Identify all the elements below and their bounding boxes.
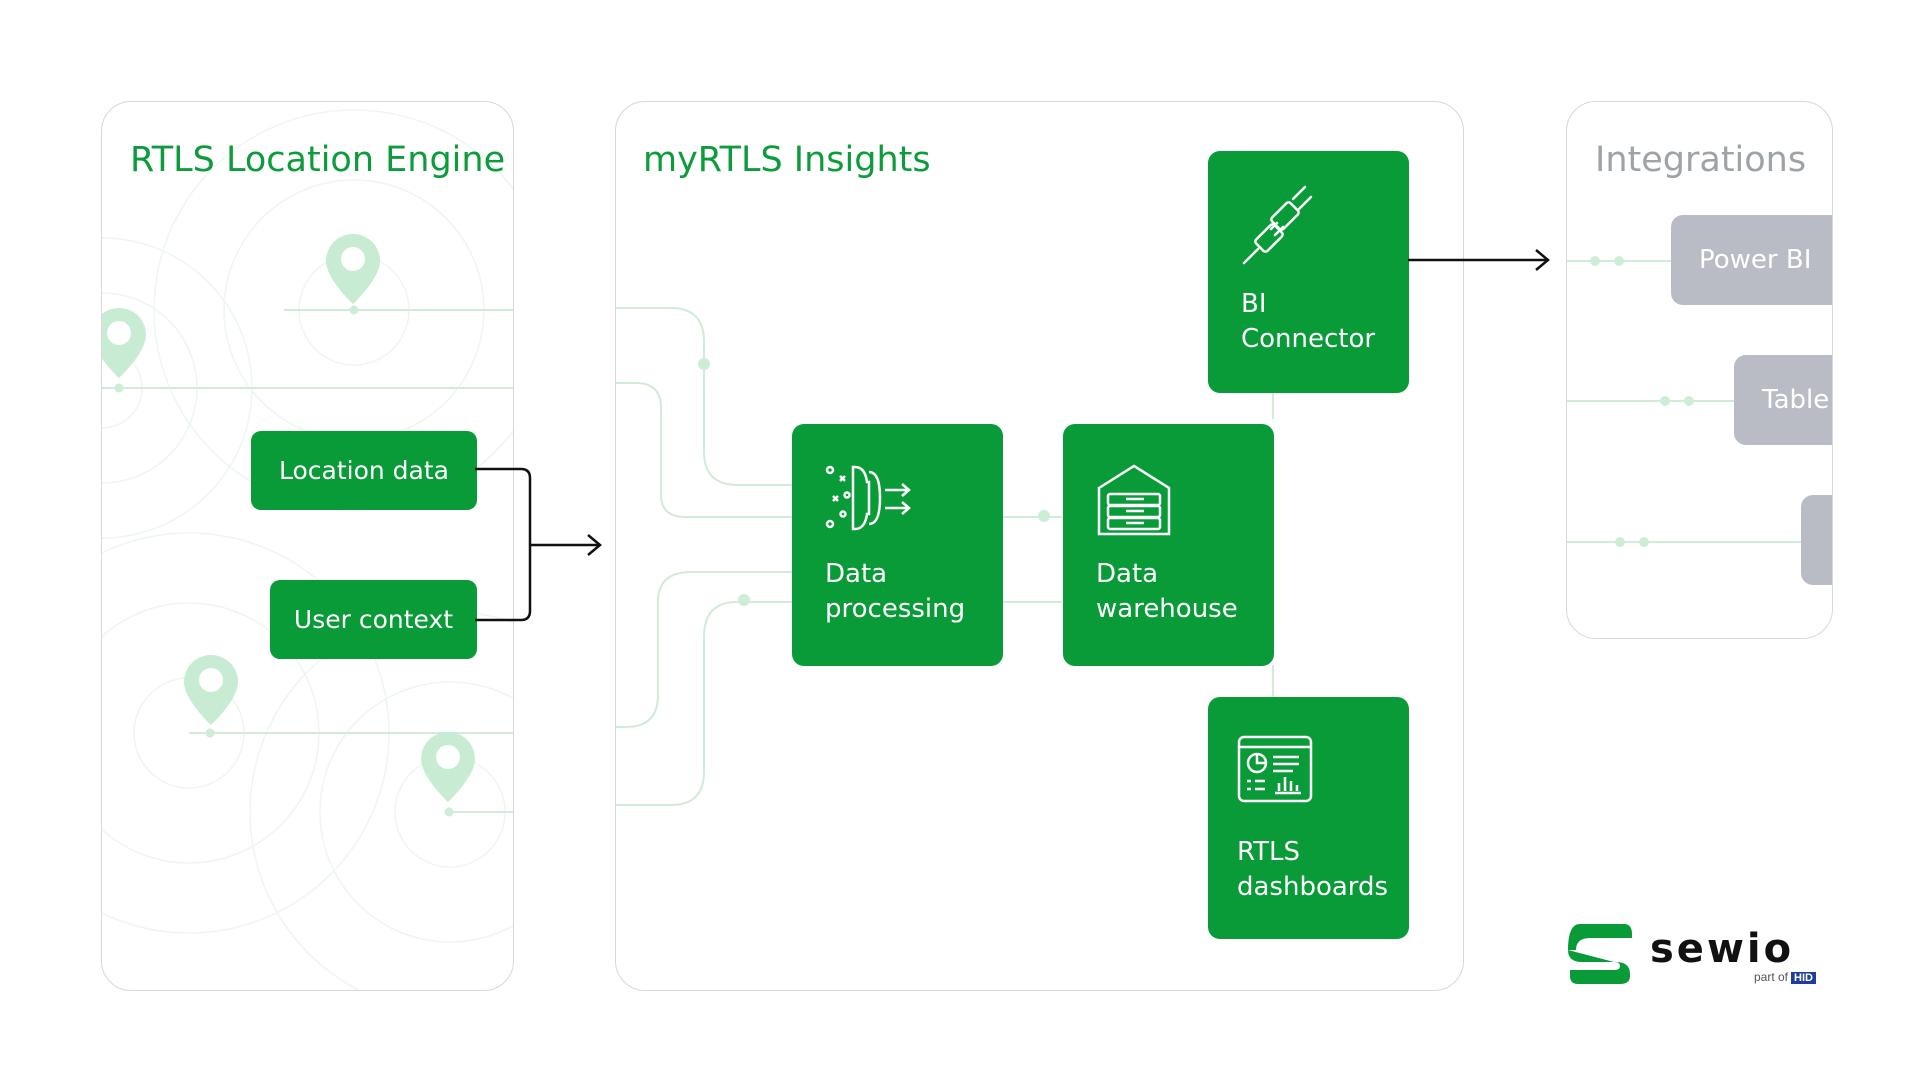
data-processing-icon [825,465,911,531]
flow-arrow [1408,249,1550,271]
box-label-line2: processing [825,594,966,624]
data-warehouse-box: Data warehouse [1063,424,1274,666]
myrtls-insights-panel: myRTLS Insights Data processing [615,101,1464,991]
location-pin-icon [326,234,380,304]
integration-item-tableau: Table [1734,355,1832,445]
hid-logo: HID [1791,972,1816,984]
integrations-panel: Integrations Power BI Table [1566,101,1833,639]
location-pin-icon [184,655,238,725]
integration-item-more [1801,495,1832,585]
logo-wordmark: sewio [1650,926,1795,972]
box-label-line2: dashboards [1237,872,1389,902]
sewio-logo-mark [1568,924,1632,984]
flow-arrow [475,467,602,622]
box-label-line1: BI [1241,289,1267,319]
rtls-dashboards-box: RTLS dashboards [1208,697,1409,939]
location-data-tag: Location data [251,431,477,510]
box-label-line1: RTLS [1237,837,1301,867]
panel-title: Integrations [1595,140,1807,180]
box-label-line1: Data [1096,559,1159,589]
panel-title: myRTLS Insights [643,140,931,180]
location-pin-icon [421,732,475,802]
warehouse-icon [1097,464,1171,536]
engine-background-map [102,109,513,990]
box-label-line2: Connector [1241,324,1376,354]
rtls-location-engine-panel: RTLS Location Engine Location data User … [101,101,514,991]
plug-connector-icon [1242,185,1313,265]
bi-connector-box: BI Connector [1208,151,1409,393]
box-label-line1: Data [825,559,888,589]
box-label-line2: warehouse [1096,594,1238,624]
panel-title: RTLS Location Engine [130,140,506,180]
data-processing-box: Data processing [792,424,1003,666]
location-pin-icon [102,308,146,378]
logo-tagline-text: part of [1754,970,1789,984]
integrations-lines [1567,256,1802,547]
dashboard-icon [1237,735,1313,803]
integration-item-power-bi: Power BI [1671,215,1832,305]
user-context-tag: User context [270,580,477,659]
